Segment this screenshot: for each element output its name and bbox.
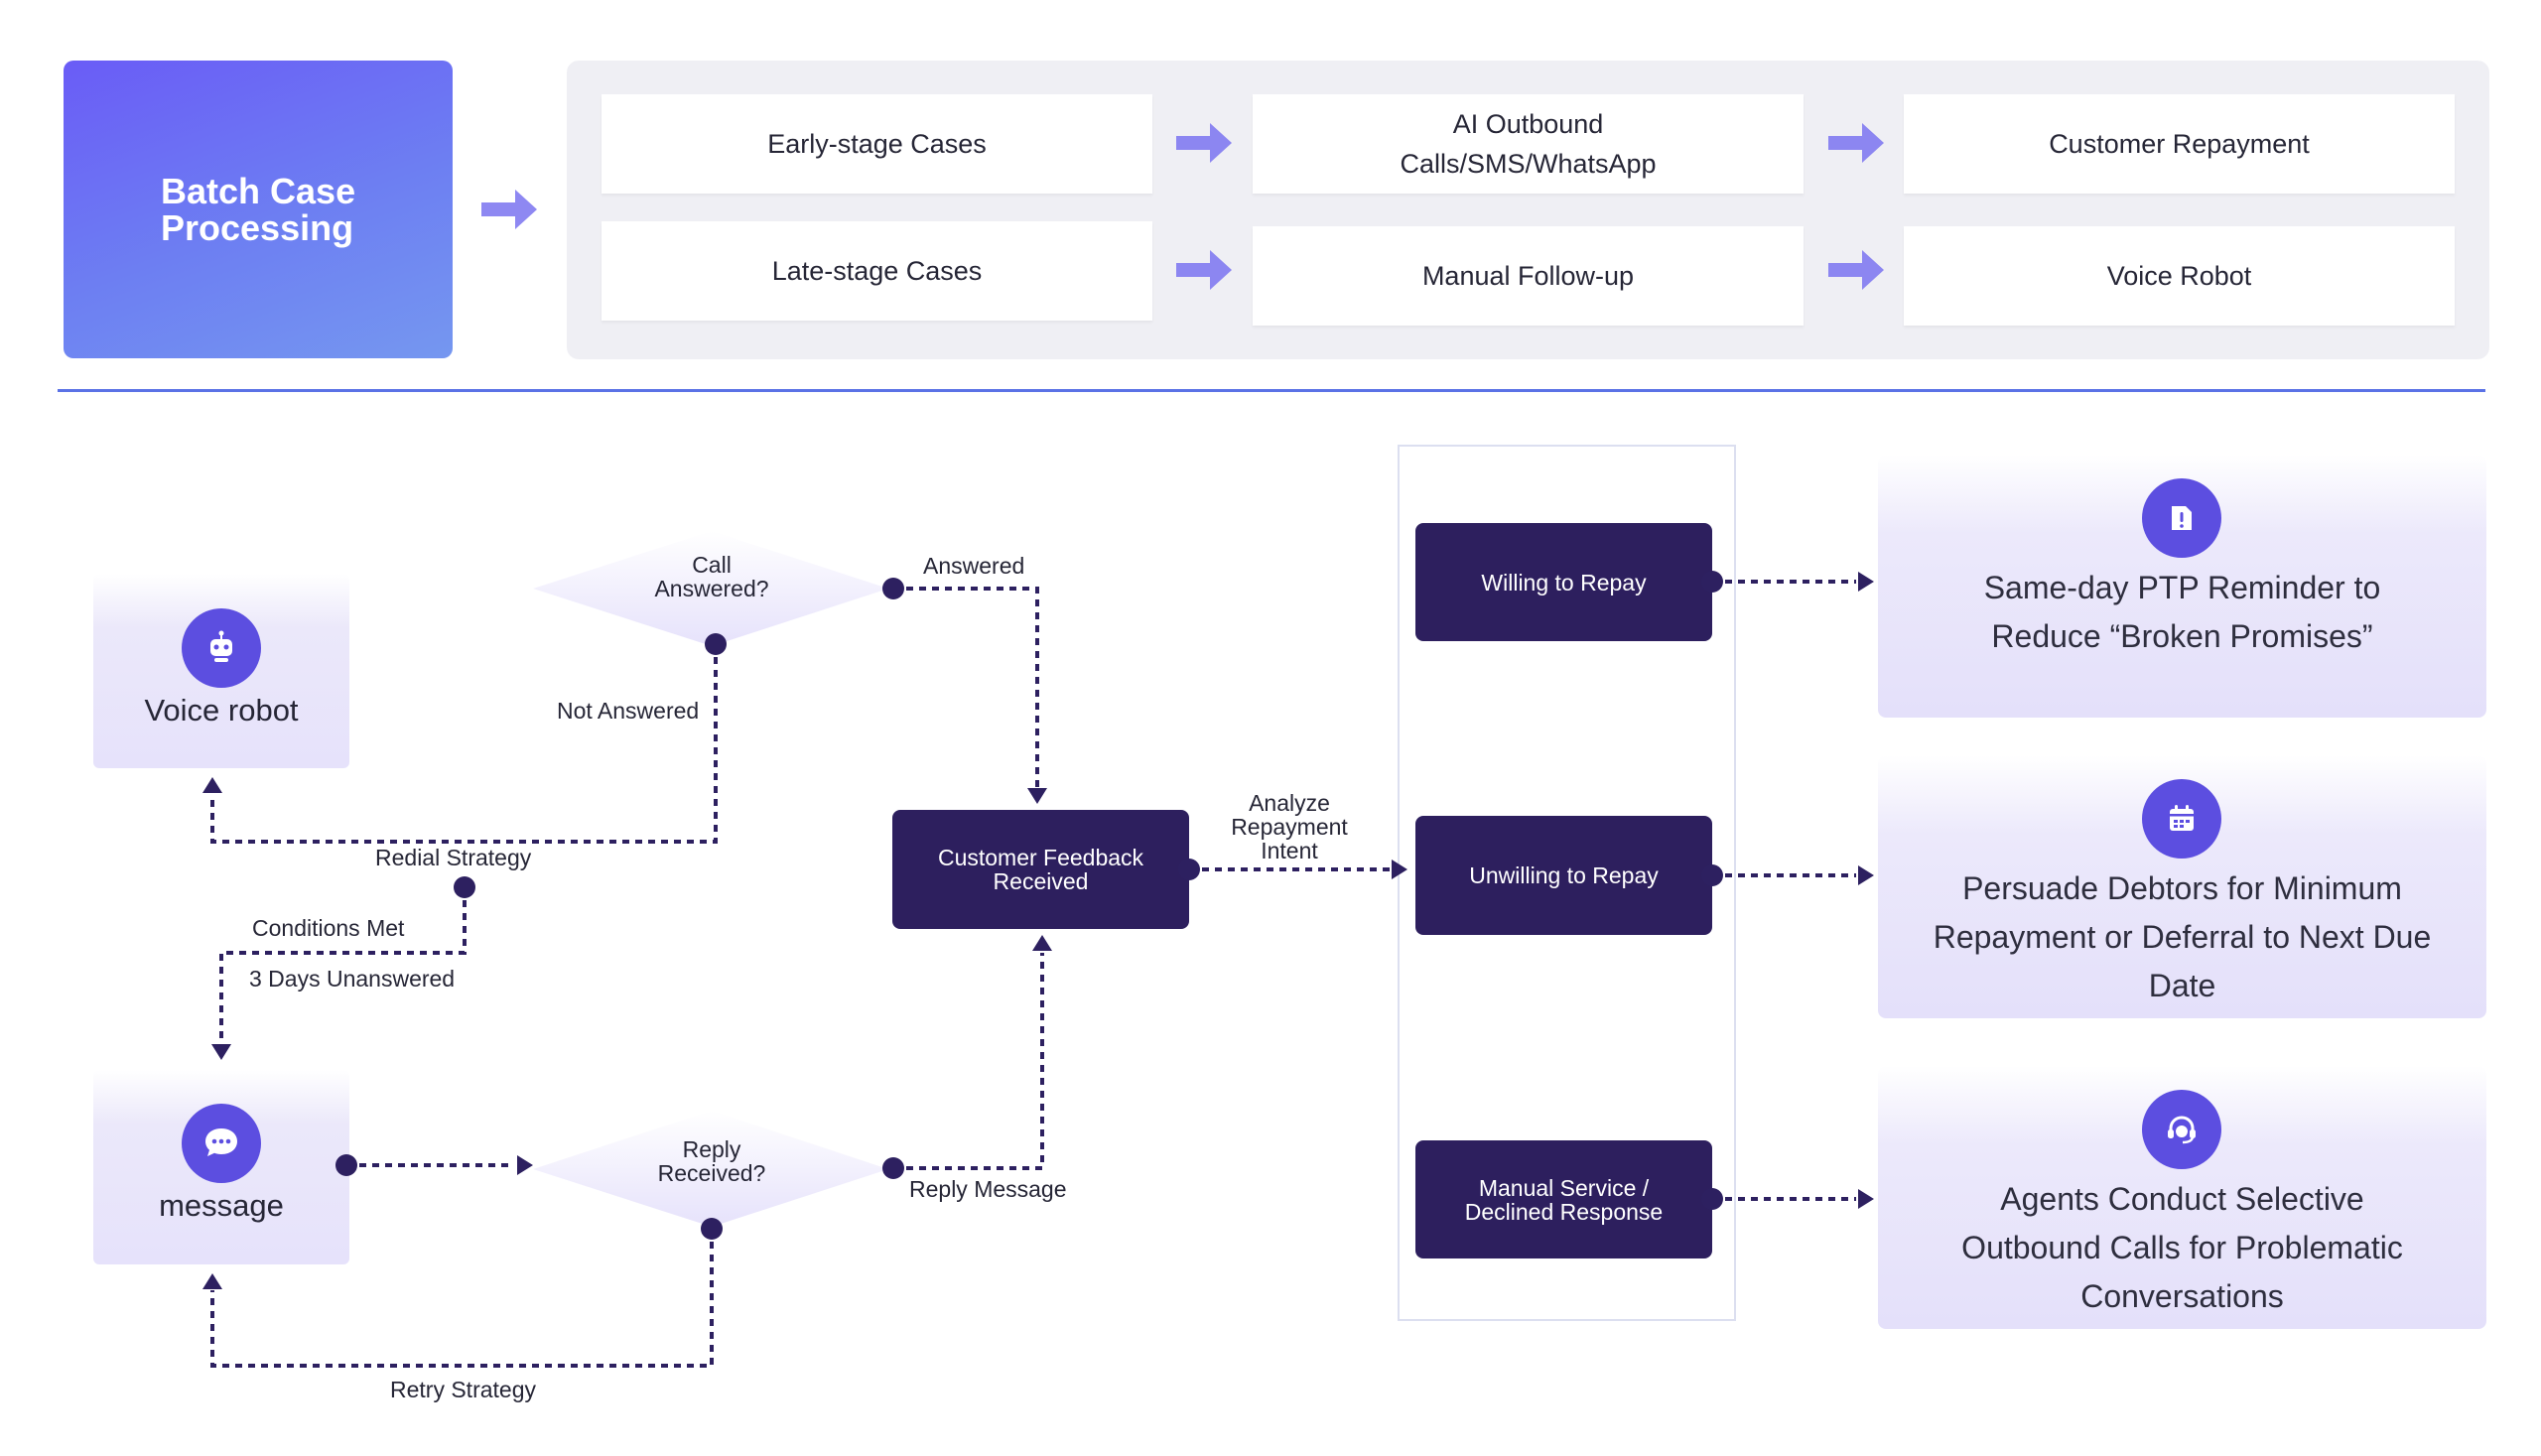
message-label: message	[159, 1188, 284, 1223]
label-redial-strategy: Redial Strategy	[375, 845, 532, 870]
card-voice-robot: Voice Robot	[1904, 226, 2455, 326]
card-late-stage: Late-stage Cases	[602, 221, 1152, 321]
outcome-ptp-reminder: Same-day PTP Reminder to Reduce “Broken …	[1878, 455, 2486, 718]
batch-title: Batch Case Processing	[161, 171, 356, 248]
arrow-right-icon	[481, 190, 537, 229]
outcome-selective-text: Agents Conduct Selective Outbound Calls …	[1961, 1181, 2403, 1314]
label-three-days: 3 Days Unanswered	[249, 966, 456, 992]
outcome-ptp-text: Same-day PTP Reminder to Reduce “Broken …	[1983, 570, 2381, 654]
unwilling-arrowhead	[1858, 865, 1874, 885]
analyze-arrowhead	[1392, 860, 1407, 879]
message-node: message	[93, 1070, 349, 1264]
label-analyze-intent: Analyze Repayment Intent	[1231, 790, 1348, 863]
calendar-icon	[2142, 779, 2221, 859]
reply-received-text: Reply Received?	[657, 1136, 766, 1186]
section-divider	[58, 389, 2485, 392]
arrow-right-icon	[1828, 250, 1884, 290]
reply-connector	[893, 953, 1044, 1170]
label-conditions-met: Conditions Met	[252, 915, 405, 941]
chat-bubble-icon	[182, 1104, 261, 1183]
outcome-persuade-debtors: Persuade Debtors for Minimum Repayment o…	[1878, 755, 2486, 1018]
answered-connector	[893, 587, 1039, 789]
arrow-right-icon	[1176, 123, 1232, 163]
card-ai-outbound: AI Outbound Calls/SMS/WhatsApp	[1253, 94, 1804, 194]
voice-robot-node: Voice robot	[93, 574, 349, 768]
arrow-right-icon	[1176, 250, 1232, 290]
three-days-arrowhead	[211, 1044, 231, 1060]
card-manual-follow-up: Manual Follow-up	[1253, 226, 1804, 326]
call-answered-diamond	[533, 531, 888, 646]
answered-arrowhead	[1027, 788, 1047, 804]
card-early-stage: Early-stage Cases	[602, 94, 1152, 194]
outcome-persuade-text: Persuade Debtors for Minimum Repayment o…	[1933, 870, 2432, 1003]
voice-robot-label: Voice robot	[144, 693, 299, 728]
label-reply-message: Reply Message	[909, 1176, 1067, 1202]
willing-arrowhead	[1858, 572, 1874, 592]
three-days-connector	[219, 887, 467, 1044]
manual-arrowhead	[1858, 1189, 1874, 1209]
reply-arrowhead	[1032, 935, 1052, 951]
label-not-answered: Not Answered	[557, 698, 700, 724]
headset-icon	[2142, 1090, 2221, 1169]
batch-case-processing: Batch Case Processing	[64, 61, 453, 358]
label-answered: Answered	[923, 553, 1025, 579]
outcome-selective-calls: Agents Conduct Selective Outbound Calls …	[1878, 1066, 2486, 1329]
alert-icon	[2142, 478, 2221, 558]
redial-arrowhead	[202, 777, 222, 793]
customer-feedback-node: Customer Feedback Received	[892, 810, 1189, 929]
message-arrowhead	[517, 1155, 533, 1175]
reply-received-diamond	[533, 1111, 888, 1227]
intent-column	[1398, 445, 1736, 1321]
arrow-right-icon	[1828, 123, 1884, 163]
label-retry-strategy: Retry Strategy	[390, 1377, 536, 1402]
manual-service-node: Manual Service / Declined Response	[1415, 1140, 1712, 1258]
call-answered-text: Call Answered?	[654, 552, 769, 601]
unwilling-to-repay-node: Unwilling to Repay	[1415, 816, 1712, 935]
card-customer-repayment: Customer Repayment	[1904, 94, 2455, 194]
retry-arrowhead	[202, 1273, 222, 1289]
robot-icon	[182, 608, 261, 688]
redial-connector	[210, 644, 718, 844]
willing-to-repay-node: Willing to Repay	[1415, 523, 1712, 641]
retry-connector	[210, 1229, 714, 1368]
